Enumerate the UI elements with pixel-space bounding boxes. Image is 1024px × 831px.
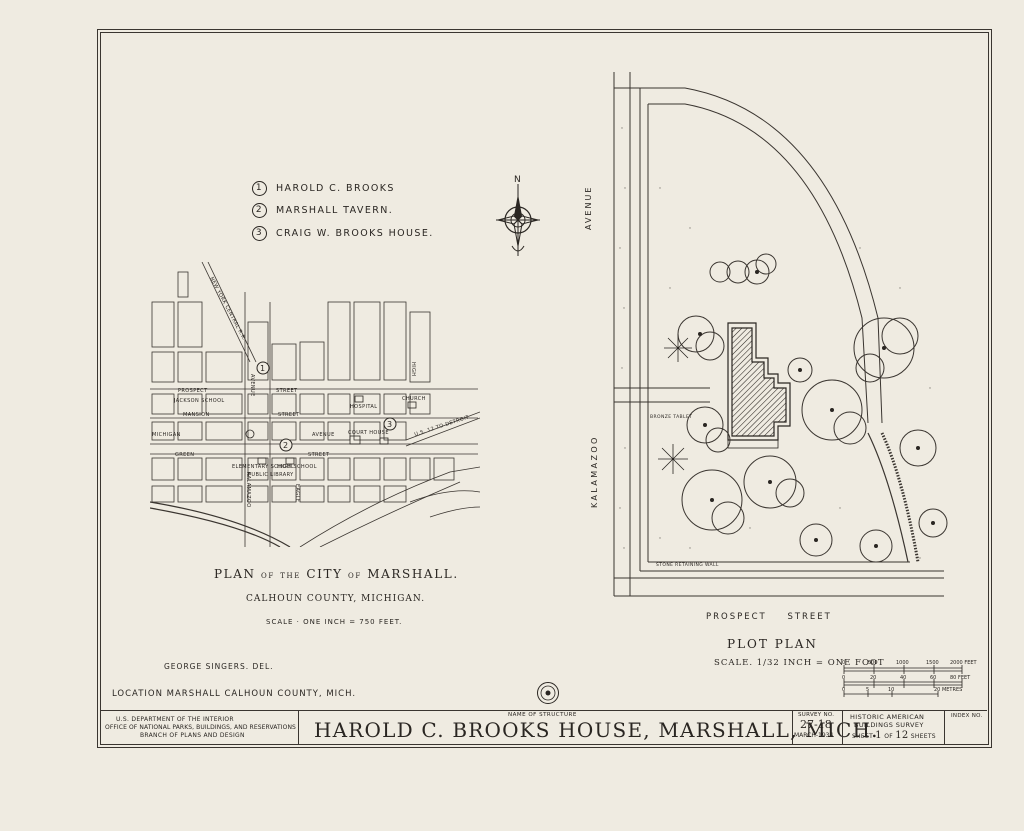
- city-plan-scale: SCALE · ONE INCH = 750 FEET.: [266, 618, 403, 626]
- plot-plan-drawing: STONE RETAINING WALL BRONZE TABLET: [613, 72, 948, 597]
- structure-name-label: NAME OF STRUCTURE: [508, 712, 577, 718]
- title-word: MARSHALL.: [367, 567, 459, 581]
- kalamazoo-label: KALAMAZOO: [590, 435, 599, 508]
- agency-cell: U.S. DEPARTMENT OF THE INTERIOR OFFICE O…: [100, 711, 299, 744]
- survey-number: 27-18: [800, 718, 832, 731]
- avenue-label: AVENUE: [584, 185, 593, 230]
- scale-tick: 40: [900, 675, 906, 681]
- scale-tick: 0: [842, 687, 845, 693]
- prospect-street-label: PROSPECT STREET: [706, 612, 832, 622]
- sheet-inner-border: [100, 32, 989, 745]
- structure-cell: NAME OF STRUCTURE HAROLD C. BROOKS HOUSE…: [298, 711, 878, 744]
- sheet-number-line: SHEET 1 OF 12 SHEETS: [852, 730, 936, 741]
- legend-num: 1: [252, 181, 267, 196]
- svg-text:3: 3: [387, 420, 392, 429]
- survey-label: SURVEY NO.: [798, 712, 835, 718]
- sheet-suffix: SHEETS: [910, 733, 936, 740]
- agency-line: OFFICE OF NATIONAL PARKS, BUILDINGS, AND…: [105, 724, 296, 731]
- street-label: GREEN: [175, 452, 194, 458]
- legend-item-1: 1 HAROLD C. BROOKS: [252, 181, 395, 196]
- legend-num: 2: [252, 203, 267, 218]
- street-label: KALAMAZOO: [245, 472, 251, 508]
- street-label: EAGLE: [294, 484, 300, 502]
- scale-bar: 0 500 1000 1500 2000 FEET 0 20 40 60 80 …: [842, 660, 978, 697]
- svg-text:2: 2: [283, 441, 288, 450]
- title-word: OF: [348, 572, 362, 580]
- scale-tick: 1500: [926, 660, 939, 666]
- survey-cell: SURVEY NO. 27-18 MARCH-1934: [792, 711, 843, 744]
- scale-tick: 20 METRES: [934, 687, 962, 693]
- retaining-wall-label: STONE RETAINING WALL: [656, 562, 719, 568]
- title-block: U.S. DEPARTMENT OF THE INTERIOR OFFICE O…: [100, 710, 987, 744]
- street-label: STREET: [308, 452, 330, 458]
- sheet-outer-border: [97, 29, 992, 748]
- title-word: THE: [280, 572, 301, 580]
- tablet-label: BRONZE TABLET: [650, 414, 692, 420]
- street-label: MICHIGAN: [152, 432, 181, 438]
- street-label: STREET: [278, 412, 300, 418]
- habs-seal-icon: [537, 682, 559, 704]
- rail-label: NEW YORK CENTRAL R.R.: [208, 276, 247, 342]
- building-label: ELEMENTARY SCHOOL: [232, 464, 294, 470]
- title-word: PLAN: [214, 567, 256, 581]
- street-label: HIGH: [410, 362, 416, 376]
- city-plan-title: PLAN OF THE CITY OF MARSHALL.: [214, 567, 459, 581]
- building-label: PUBLIC LIBRARY: [248, 472, 294, 478]
- svg-text:1: 1: [260, 364, 265, 373]
- sheet-prefix: SHEET: [852, 733, 874, 740]
- sheet-total: 12: [895, 730, 909, 741]
- scale-tick: 500: [868, 660, 878, 666]
- street-label: PROSPECT: [178, 388, 208, 394]
- street-label: AVENUE: [312, 432, 335, 438]
- scale-tick: 5: [866, 687, 869, 693]
- title-word: OF: [261, 572, 275, 580]
- agency-line: BRANCH OF PLANS AND DESIGN: [140, 732, 245, 739]
- plot-plan-scale: SCALE. 1/32 INCH = ONE FOOT: [714, 658, 885, 668]
- legend-item-3: 3 CRAIG W. BROOKS HOUSE.: [252, 226, 434, 241]
- scale-tick: 0: [842, 660, 845, 666]
- title-word: CITY: [306, 567, 343, 581]
- scale-tick: 10: [888, 687, 894, 693]
- location: LOCATION MARSHALL CALHOUN COUNTY, MICH.: [112, 689, 357, 699]
- street-label: MANSION: [183, 412, 210, 418]
- delineator: GEORGE SINGERS. DEL.: [164, 662, 274, 671]
- legend-item-2: 2 MARSHALL TAVERN.: [252, 203, 393, 218]
- index-cell: INDEX NO.: [944, 711, 987, 744]
- scale-tick: 60: [930, 675, 936, 681]
- habs-line: BUILDINGS SURVEY: [854, 721, 924, 729]
- agency-line: U.S. DEPARTMENT OF THE INTERIOR: [116, 716, 234, 723]
- habs-cell: HISTORIC AMERICAN BUILDINGS SURVEY SHEET…: [842, 711, 945, 744]
- legend-label: MARSHALL TAVERN.: [276, 205, 394, 216]
- habs-line: HISTORIC AMERICAN: [850, 713, 925, 721]
- scale-tick: 80 FEET: [950, 675, 971, 681]
- structure-name: HAROLD C. BROOKS HOUSE, MARSHALL, MICH.: [314, 718, 879, 742]
- scale-tick: 1000: [896, 660, 909, 666]
- index-label: INDEX NO.: [951, 713, 983, 719]
- building-label: CHURCH: [402, 396, 426, 402]
- sheet-number: 1: [875, 730, 882, 741]
- building-label: JACKSON SCHOOL: [173, 398, 225, 404]
- scale-tick: 2000 FEET: [950, 660, 978, 666]
- street-label: STREET: [276, 388, 298, 394]
- street-label: AVENUE: [249, 374, 255, 397]
- sheet-of: OF: [884, 733, 893, 740]
- building-label: HIGH SCHOOL: [277, 464, 317, 470]
- legend-label: HAROLD C. BROOKS: [276, 183, 395, 194]
- survey-date: MARCH-1934: [794, 732, 834, 739]
- building-label: HOSPITAL: [350, 404, 377, 410]
- city-map: 1 2 3 PROSPECT MANSION MICHIGAN GREEN ST…: [150, 262, 480, 547]
- legend-num: 3: [252, 226, 267, 241]
- scale-tick: 0: [842, 675, 845, 681]
- scale-tick: 20: [870, 675, 876, 681]
- city-plan-county: CALHOUN COUNTY, MICHIGAN.: [246, 594, 426, 604]
- compass-rose-icon: N: [496, 175, 540, 256]
- compass-north-label: N: [514, 175, 521, 185]
- plot-plan-title: PLOT PLAN: [727, 637, 818, 651]
- building-label: COURT HOUSE: [348, 430, 389, 436]
- legend-label: CRAIG W. BROOKS HOUSE.: [276, 228, 434, 239]
